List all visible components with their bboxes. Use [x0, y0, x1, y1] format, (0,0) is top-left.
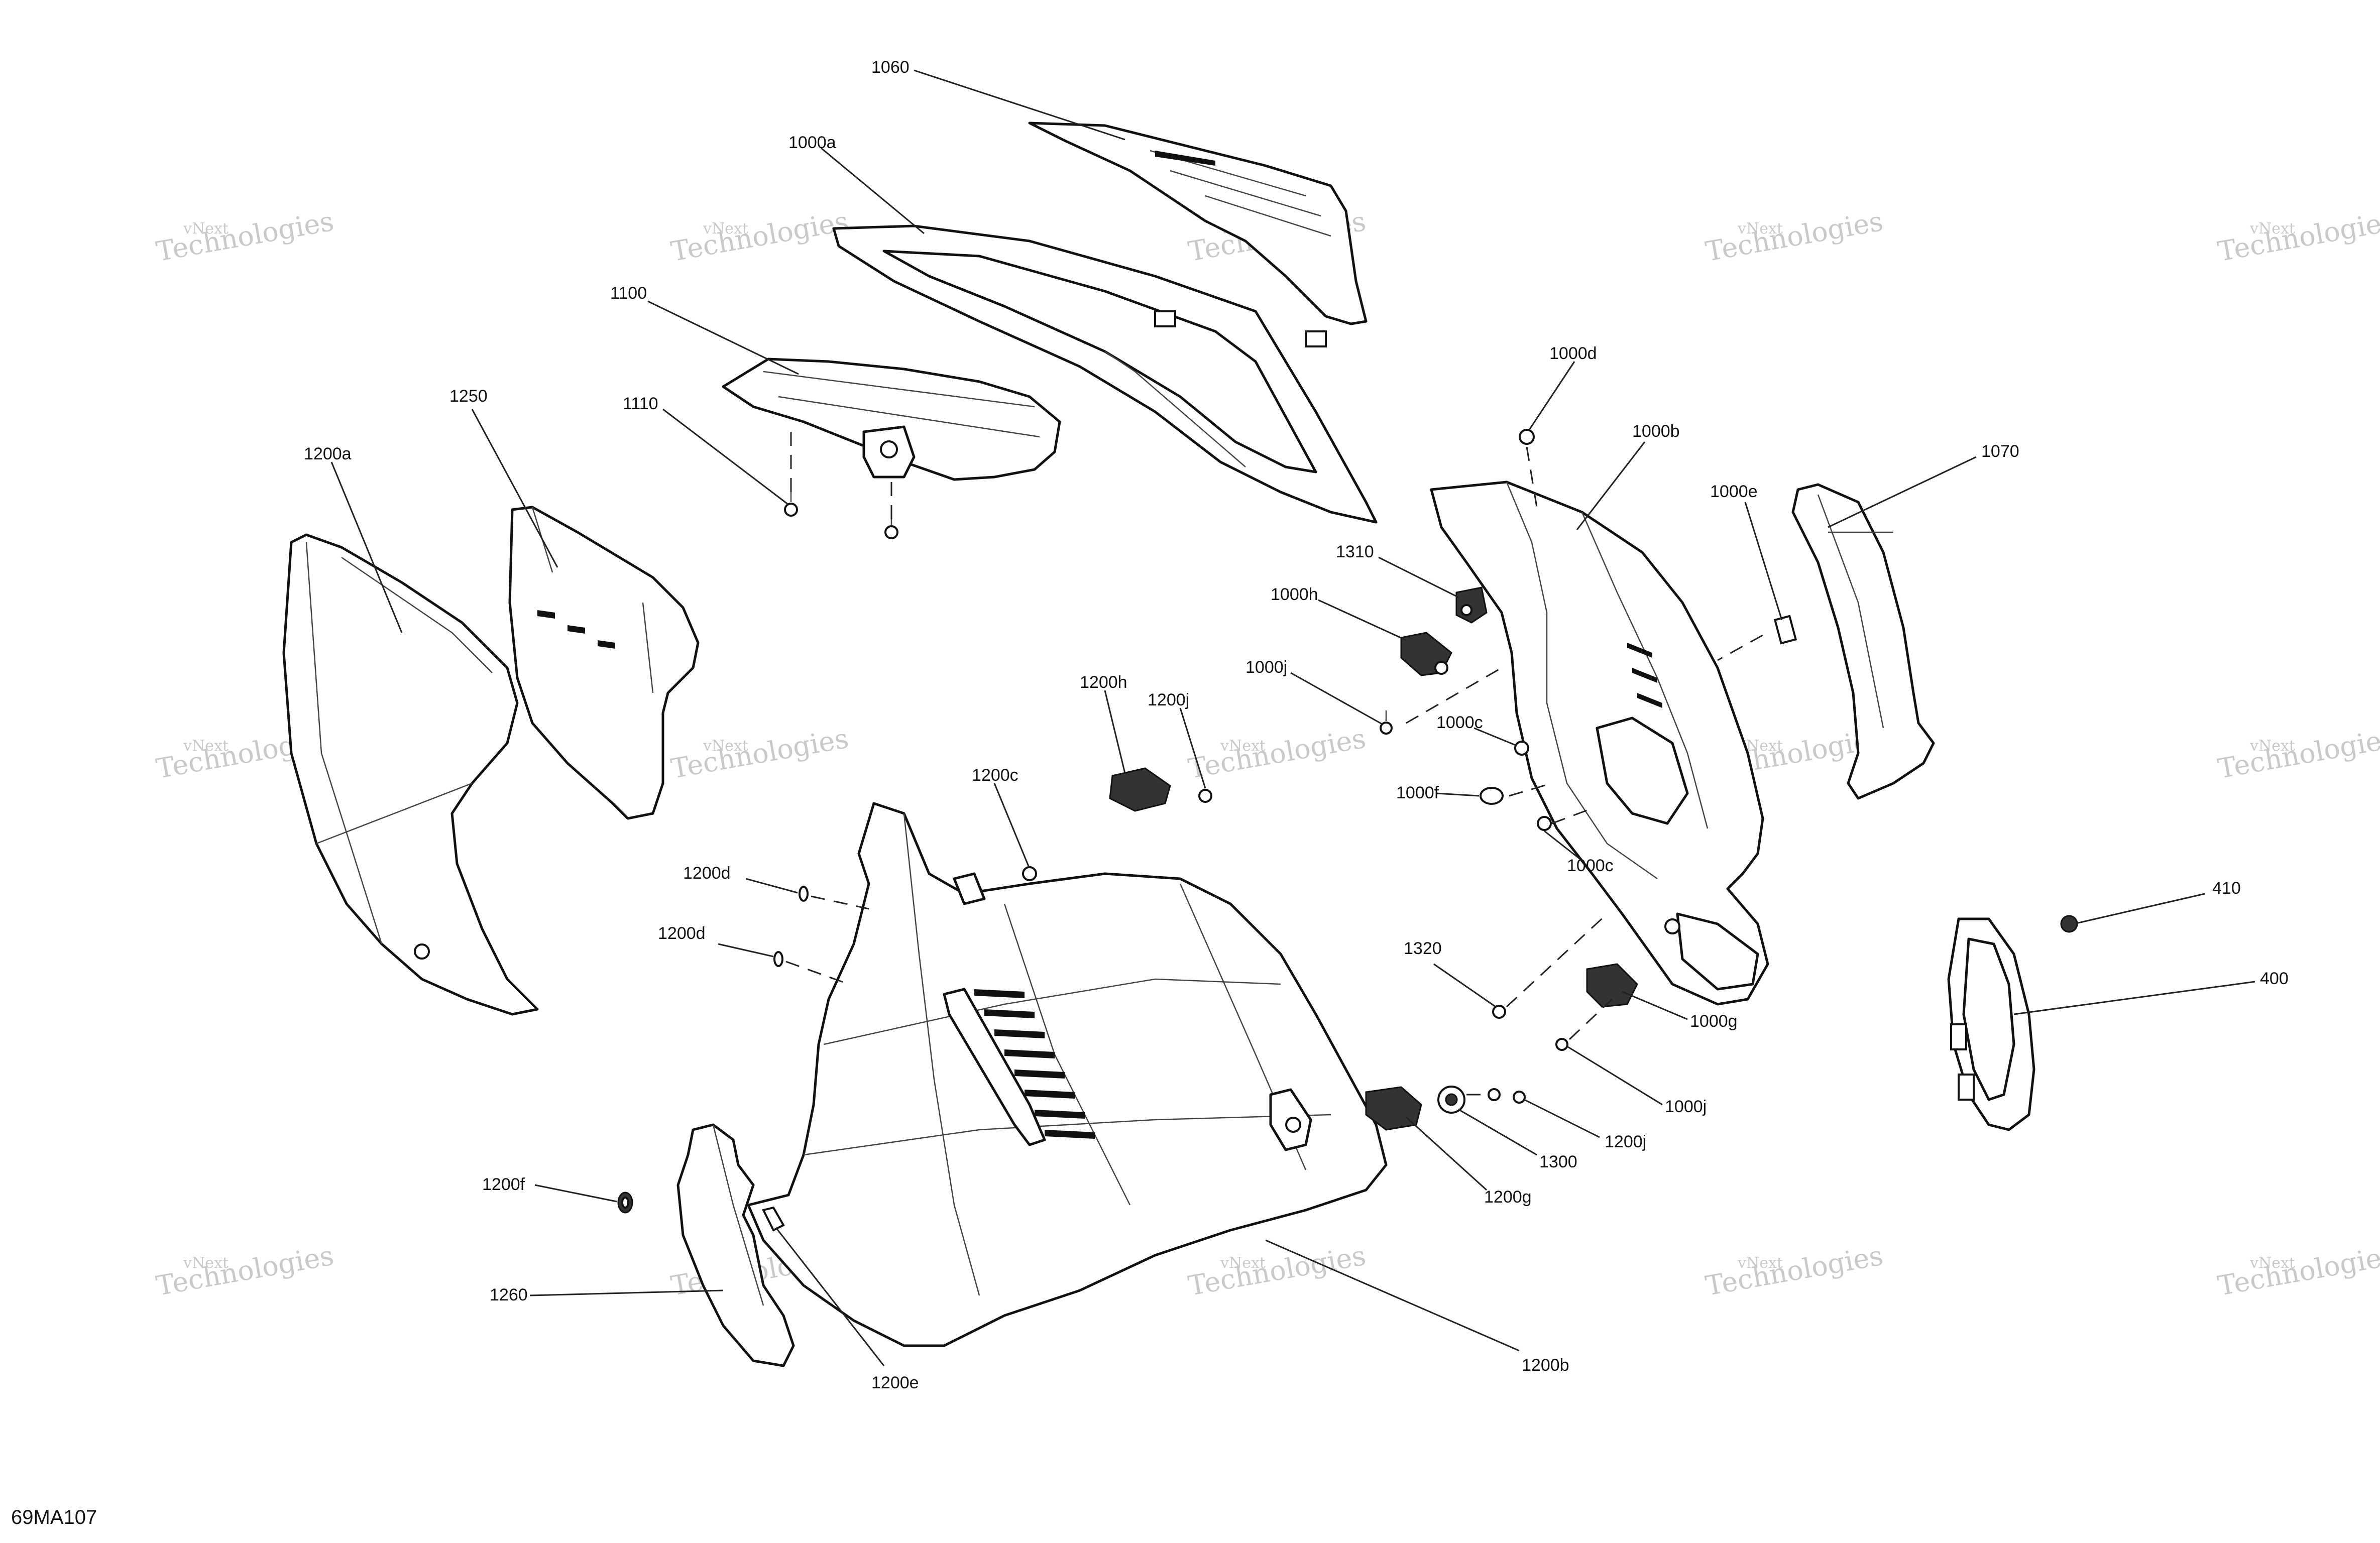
svg-text:Technologies: Technologies: [668, 723, 851, 785]
watermark: vNext Technologies: [2215, 205, 2380, 268]
callout-1000e: 1000e: [1710, 482, 1758, 501]
svg-text:vNext: vNext: [2249, 1254, 2295, 1272]
part-1000h-bracket: [1400, 632, 1452, 676]
svg-text:vNext: vNext: [183, 220, 229, 238]
callout-1000h: 1000h: [1271, 585, 1318, 604]
callout-1200f: 1200f: [482, 1175, 525, 1194]
svg-text:Technologies: Technologies: [154, 205, 336, 268]
watermark: vNext Technologies: [1186, 723, 1368, 785]
svg-text:Technologies: Technologies: [2215, 1240, 2380, 1302]
part-1320-screw: [1492, 913, 1608, 1019]
svg-text:vNext: vNext: [1737, 220, 1783, 238]
watermark: vNext Technologies: [1186, 1240, 1368, 1302]
callout-1260: 1260: [490, 1285, 528, 1304]
callout-1200g: 1200g: [1484, 1188, 1532, 1207]
svg-text:vNext: vNext: [1737, 1254, 1783, 1272]
callout-1060: 1060: [871, 58, 910, 77]
svg-text:vNext: vNext: [1220, 737, 1266, 755]
callout-1200d-bot: 1200d: [658, 924, 706, 943]
part-1110-screws: [784, 432, 898, 539]
watermark: vNext Technologies: [154, 205, 336, 268]
part-1000j-screw-lower: [1555, 998, 1613, 1051]
figure-code: 69MA107: [11, 1506, 97, 1528]
svg-text:Technologies: Technologies: [1186, 1240, 1368, 1302]
callout-1200c: 1200c: [972, 766, 1018, 785]
svg-text:Technologies: Technologies: [1186, 723, 1368, 785]
callout-1000c-top: 1000c: [1436, 713, 1483, 732]
watermark: vNext Technologies: [668, 723, 851, 785]
callout-1000g: 1000g: [1690, 1012, 1738, 1031]
callout-1200j-bot: 1200j: [1605, 1132, 1646, 1151]
part-1310-bracket: [1455, 586, 1488, 624]
svg-text:Technologies: Technologies: [154, 1240, 336, 1302]
part-1200f-washer: [617, 1192, 633, 1214]
svg-text:vNext: vNext: [183, 1254, 229, 1272]
svg-text:Technologies: Technologies: [1703, 205, 1885, 268]
part-1200b-lower-shroud: [747, 802, 1388, 1347]
callout-1300: 1300: [1539, 1152, 1577, 1171]
watermark: vNext Technologies: [2215, 723, 2380, 785]
callout-1250: 1250: [449, 387, 488, 406]
svg-text:Technologies: Technologies: [668, 205, 851, 268]
callout-1100: 1100: [610, 284, 647, 303]
part-400-handle: [1947, 917, 2035, 1131]
part-1000d-fastener: [1519, 429, 1538, 508]
callout-1200h: 1200h: [1080, 673, 1127, 692]
callout-labels: 1060 1000a 1100 1110 1250 1200a 1000d 10…: [304, 58, 2289, 1392]
callout-1070: 1070: [1981, 442, 2019, 461]
callout-1200a: 1200a: [304, 444, 352, 463]
callout-1000f: 1000f: [1396, 783, 1439, 802]
svg-text:Technologies: Technologies: [1703, 1240, 1885, 1302]
callout-1200d-top: 1200d: [683, 864, 731, 883]
part-1200e-clip: [762, 1206, 785, 1232]
callout-410: 410: [2212, 879, 2241, 898]
callout-1200j-top: 1200j: [1148, 690, 1189, 709]
watermark: vNext Technologies: [1703, 1240, 1885, 1302]
part-1000b-right-panel: [1430, 481, 1769, 1006]
part-1070-trim-strip: [1791, 483, 1935, 800]
callout-1000b: 1000b: [1632, 422, 1680, 441]
watermark: vNext Technologies: [668, 205, 851, 268]
callout-1310: 1310: [1336, 542, 1374, 561]
part-1200-fasteners: [773, 866, 1037, 985]
callout-1000d: 1000d: [1549, 344, 1597, 363]
callout-1000j-top: 1000j: [1245, 658, 1287, 677]
part-1250-side-panel: [508, 506, 700, 820]
svg-text:Technologies: Technologies: [2215, 723, 2380, 785]
part-1200h-bracket: [1109, 767, 1212, 812]
part-1200a-left-panel: [282, 533, 539, 1016]
callout-1200b: 1200b: [1522, 1356, 1569, 1375]
watermark: vNext Technologies: [154, 1240, 336, 1302]
callout-1320: 1320: [1404, 939, 1442, 958]
svg-text:vNext: vNext: [703, 220, 748, 238]
part-1300-grommet: [1437, 1086, 1465, 1114]
callout-1000j-bot: 1000j: [1665, 1097, 1707, 1116]
part-1060-upper-trim: [1028, 122, 1368, 325]
callout-1200e: 1200e: [871, 1373, 919, 1392]
part-1000e-clip: [1717, 615, 1797, 661]
parts: [282, 122, 2078, 1367]
part-1200j-screws: [1466, 1088, 1526, 1104]
part-410-nut: [2060, 915, 2078, 933]
part-1000g-socket: [1586, 963, 1638, 1008]
part-1260-lower-panel: [676, 1123, 795, 1367]
callout-400: 400: [2260, 969, 2289, 988]
part-1000-hardware: [1380, 667, 1593, 831]
leader-lines: [330, 69, 2255, 1366]
svg-text:vNext: vNext: [1220, 1254, 1266, 1272]
svg-text:vNext: vNext: [183, 737, 229, 755]
svg-text:Technologies: Technologies: [2215, 205, 2380, 268]
svg-text:vNext: vNext: [2249, 737, 2295, 755]
svg-text:vNext: vNext: [2249, 220, 2295, 238]
part-1000a-frame: [832, 224, 1378, 524]
shroud-vent-slots: [974, 989, 1095, 1139]
watermark: vNext Technologies: [1703, 205, 1885, 268]
part-1100-vent-bracket: [722, 358, 1061, 481]
callout-1000c-bot: 1000c: [1567, 856, 1614, 875]
callout-1110: 1110: [623, 394, 658, 413]
callout-1000a: 1000a: [788, 133, 836, 152]
svg-text:vNext: vNext: [703, 737, 748, 755]
watermark: vNext Technologies: [2215, 1240, 2380, 1302]
